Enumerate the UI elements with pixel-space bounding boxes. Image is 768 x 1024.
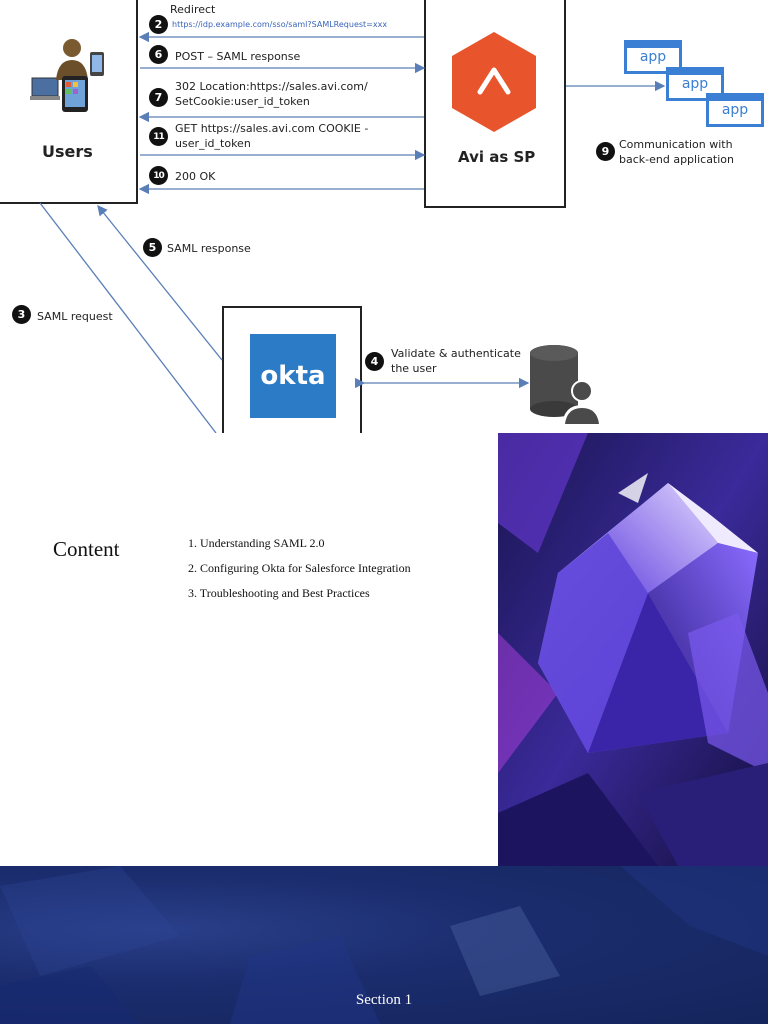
app-label: app [639, 49, 667, 65]
crystal-image [498, 433, 768, 866]
section-banner: Section 1 [0, 866, 768, 1024]
step-4-line1: Validate & authenticate [391, 347, 521, 360]
content-slide: Content 1. Understanding SAML 2.0 2. Con… [0, 433, 768, 866]
step-11-line1: GET https://sales.avi.com COOKIE - [175, 122, 369, 135]
step-badge-7: 7 [149, 88, 168, 107]
step-badge-2: 2 [149, 15, 168, 34]
app-label: app [681, 76, 709, 92]
content-list-item: 2. Configuring Okta for Salesforce Integ… [188, 561, 411, 575]
step-badge-9: 9 [596, 142, 615, 161]
step-6-text: POST – SAML response [175, 50, 301, 63]
saml-flow-diagram: Users Avi as SP okta [0, 0, 768, 433]
okta-logo-icon: okta [250, 334, 336, 418]
step-9-line2: back-end application [619, 153, 735, 166]
step-4-line2: the user [391, 362, 437, 375]
avi-sp-box: Avi as SP [424, 0, 566, 208]
step-badge-6: 6 [149, 45, 168, 64]
step-9-line1: Communication with [619, 138, 733, 151]
step-10-text: 200 OK [175, 170, 216, 183]
step-2-url: https://idp.example.com/sso/saml?SAMLReq… [172, 20, 388, 29]
app-window-icon: app [624, 40, 682, 74]
app-window-icon: app [706, 93, 764, 127]
step-2-text: Redirect [170, 3, 216, 16]
okta-box: okta [222, 306, 362, 433]
okta-logo-text: okta [260, 361, 326, 391]
users-label: Users [42, 142, 93, 161]
flow-arrows [39, 31, 666, 433]
step-11-line2: user_id_token [175, 137, 251, 150]
users-box: Users [0, 0, 138, 204]
step-5-text: SAML response [167, 242, 251, 255]
step-3-text: SAML request [37, 310, 113, 323]
arrow-saml-response [97, 204, 223, 361]
step-badge-4: 4 [365, 352, 384, 371]
users-devices-icon [30, 39, 104, 112]
avi-logo-icon [452, 32, 536, 132]
step-badge-5: 5 [143, 238, 162, 257]
step-7-line1: 302 Location:https://sales.avi.com/ [175, 80, 368, 93]
step-badge-11: 11 [149, 127, 168, 146]
banner-background-shapes [0, 866, 768, 1024]
avi-sp-label: Avi as SP [458, 148, 536, 166]
section-title: Section 1 [355, 992, 413, 1008]
arrow-saml-request [39, 202, 217, 433]
app-window-icon: app [666, 67, 724, 101]
step-badge-10: 10 [149, 166, 168, 185]
content-list-item: 3. Troubleshooting and Best Practices [188, 586, 370, 600]
content-list-item: 1. Understanding SAML 2.0 [188, 536, 325, 550]
app-label: app [721, 102, 749, 118]
step-badge-3: 3 [12, 305, 31, 324]
database-user-icon [530, 345, 602, 425]
step-7-line2: SetCookie:user_id_token [175, 95, 310, 108]
content-heading: Content [53, 537, 120, 561]
